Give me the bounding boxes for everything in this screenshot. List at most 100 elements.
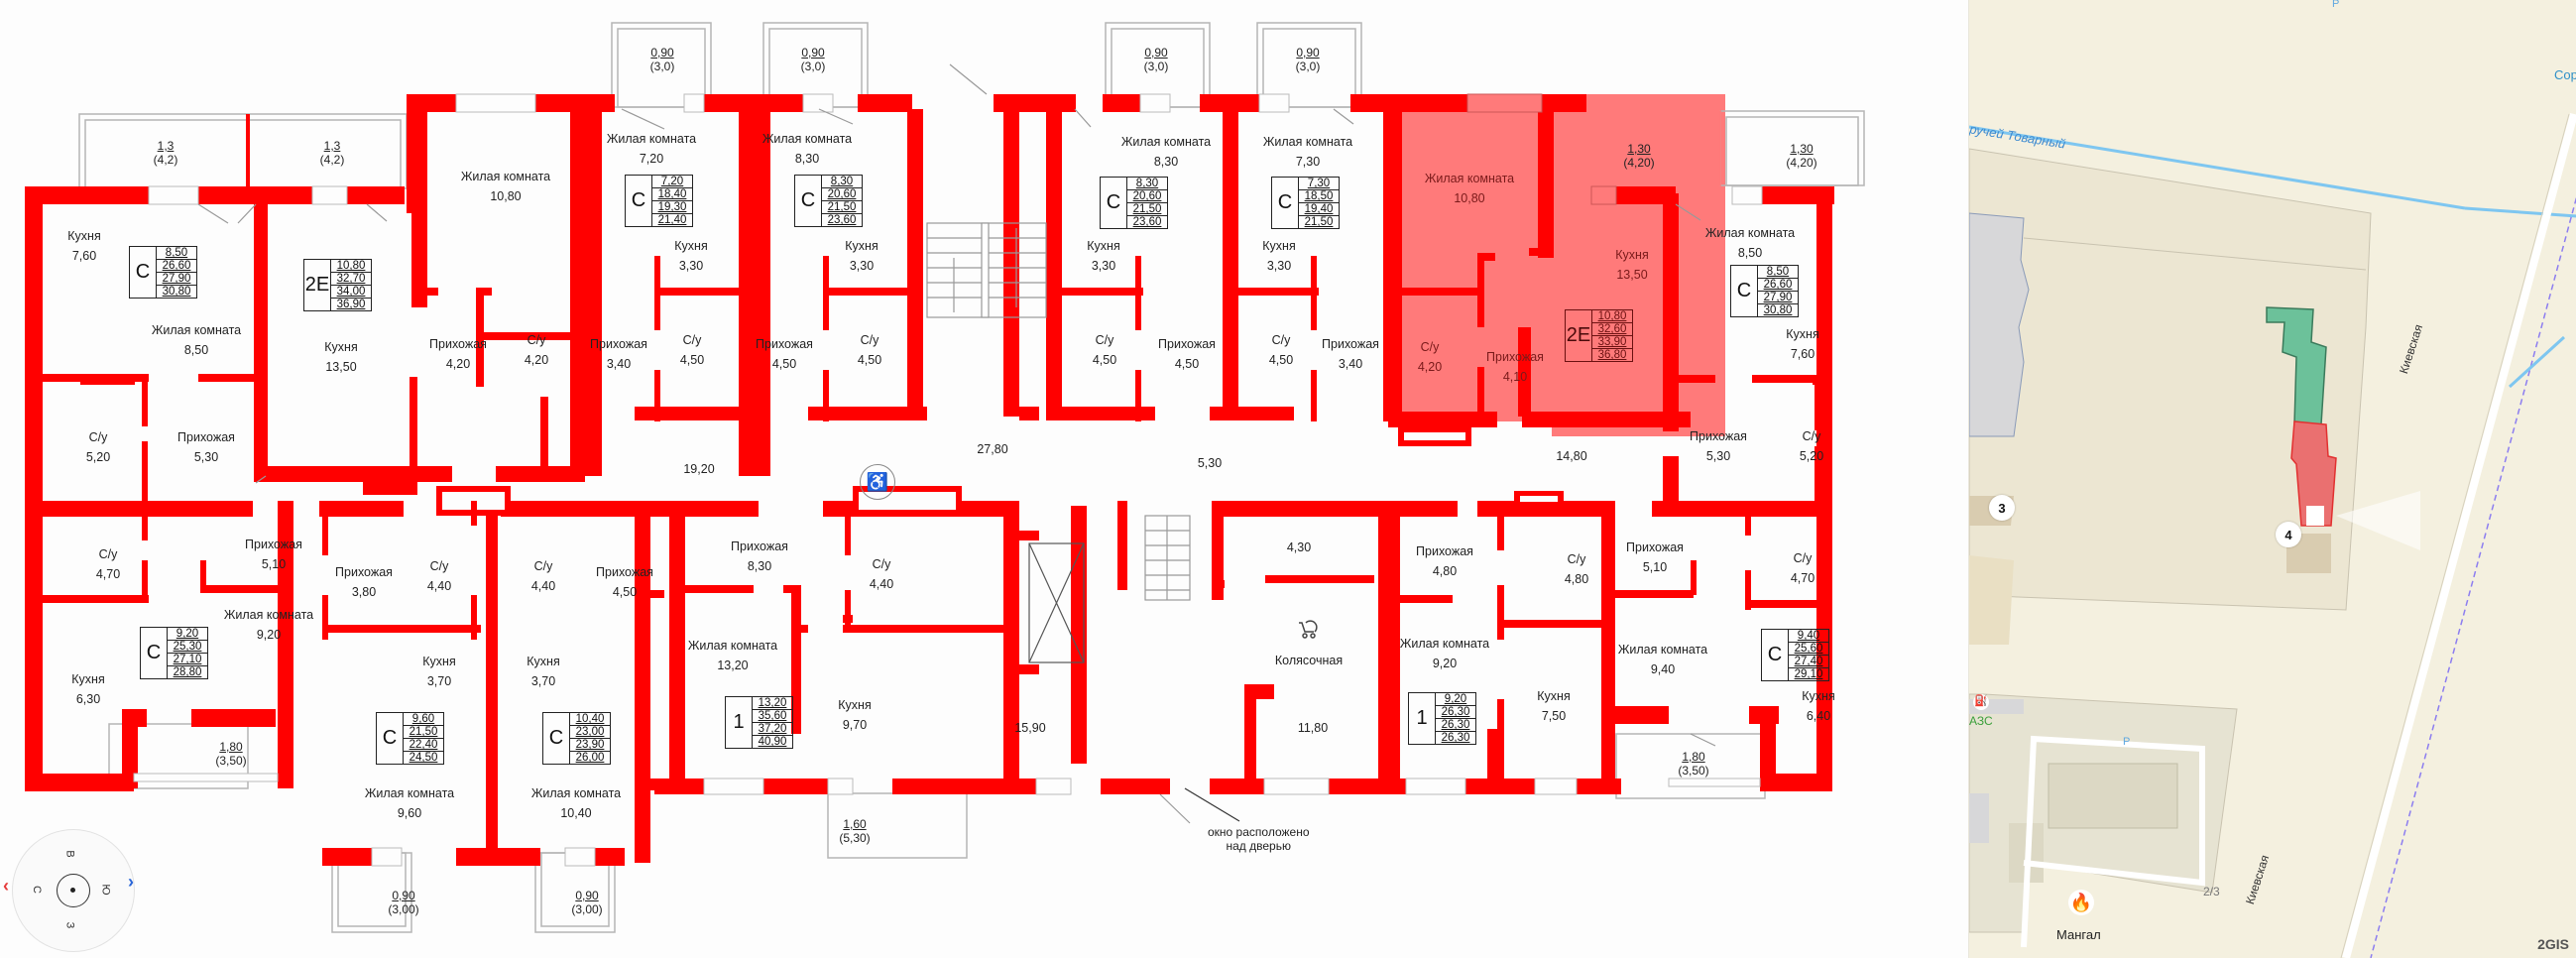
apartment-area-value: 26,60 bbox=[1758, 279, 1798, 292]
rotate-right-button[interactable]: › bbox=[128, 872, 134, 892]
balcony-label: 0,90(3,0) bbox=[801, 46, 826, 73]
room-area: 3,30 bbox=[849, 259, 875, 273]
elevator-shaft bbox=[1028, 542, 1085, 663]
room-area: 4,20 bbox=[445, 357, 471, 371]
apartment-area-value: 9,40 bbox=[1789, 630, 1828, 643]
compass-top: В bbox=[63, 850, 76, 858]
apartment-type: 2Е bbox=[1566, 310, 1592, 361]
common-area-value: 19,20 bbox=[683, 462, 715, 476]
apartment-type: С bbox=[1731, 266, 1758, 316]
room-name: Прихожая bbox=[1690, 429, 1747, 443]
apartment-type: С bbox=[377, 713, 404, 764]
restaurant-label[interactable]: Мангал bbox=[2056, 927, 2101, 942]
apartment-area-value: 19,40 bbox=[1299, 203, 1339, 216]
apartment-area-value: 21,50 bbox=[1304, 216, 1334, 228]
room-label: Колясочная bbox=[1275, 651, 1343, 670]
parking-icon-top: P bbox=[2332, 0, 2340, 10]
building-pin-4[interactable]: 4 bbox=[2276, 522, 2301, 547]
apartment-type: С bbox=[1101, 178, 1127, 228]
room-name: Жилая комната bbox=[1120, 135, 1212, 149]
apartment-area-value: 23,90 bbox=[570, 739, 610, 752]
balcony-label: 0,90(3,0) bbox=[650, 46, 675, 73]
apartment-area-value: 9,20 bbox=[168, 628, 207, 641]
room-area: 10,80 bbox=[490, 189, 522, 203]
apartment-area-value: 33,90 bbox=[1592, 336, 1632, 349]
gas-station-icon[interactable]: ⛽ bbox=[1973, 694, 1989, 710]
apartment-area-value: 28,80 bbox=[173, 666, 202, 678]
room-name: Прихожая bbox=[177, 430, 235, 444]
room-name: С/у bbox=[1802, 429, 1821, 443]
balcony-area: 0,90 bbox=[392, 889, 415, 902]
floor-plan-walls bbox=[25, 22, 1865, 933]
balcony-label: 1,80(3,50) bbox=[1678, 750, 1708, 778]
stroller-icon bbox=[1295, 617, 1319, 641]
map-canvas[interactable] bbox=[1969, 0, 2576, 958]
room-name: Прихожая bbox=[335, 565, 393, 579]
balcony-area: 0,90 bbox=[1296, 46, 1320, 60]
compass-widget[interactable]: В С Ю З ‹ › bbox=[3, 829, 135, 952]
room-area: 9,60 bbox=[397, 806, 422, 820]
map-panel[interactable]: ручей Товарный Сор Киевская Киевская 3 4… bbox=[1968, 0, 2576, 958]
room-area: 4,50 bbox=[1268, 353, 1294, 367]
balcony-area: 1,3 bbox=[157, 139, 175, 153]
apartment-area-value: 40,90 bbox=[758, 736, 787, 748]
room-name: Прихожая bbox=[1486, 350, 1544, 364]
room-name: Кухня bbox=[71, 672, 105, 686]
apartment-area-value: 30,80 bbox=[162, 286, 191, 298]
fire-icon[interactable]: 🔥 bbox=[2068, 890, 2094, 915]
room-area: 6,40 bbox=[1806, 709, 1831, 723]
room-name: Кухня bbox=[67, 229, 101, 243]
room-area: 13,50 bbox=[1616, 268, 1648, 282]
gas-station-label[interactable]: АЗС bbox=[1969, 714, 1993, 728]
map-attribution-logo[interactable]: 2GIS bbox=[2537, 936, 2569, 952]
note-line1: окно расположено bbox=[1208, 825, 1310, 839]
apartment-area-value: 19,30 bbox=[652, 201, 692, 214]
room-area: 3,30 bbox=[1091, 259, 1116, 273]
room-area: 6,30 bbox=[75, 692, 101, 706]
room-area: 3,30 bbox=[678, 259, 704, 273]
common-area-value: 11,80 bbox=[1297, 721, 1329, 735]
compass-dial[interactable] bbox=[57, 874, 90, 907]
room-area: 7,20 bbox=[639, 152, 664, 166]
room-area: 4,50 bbox=[612, 585, 638, 599]
room-name: С/у bbox=[1793, 551, 1813, 565]
rotate-left-button[interactable]: ‹ bbox=[3, 876, 9, 896]
building-pin-3[interactable]: 3 bbox=[1989, 495, 2015, 521]
balcony-label: 0,90(3,0) bbox=[1296, 46, 1321, 73]
room-area: 4,20 bbox=[524, 353, 549, 367]
room-name: Жилая комната bbox=[761, 132, 853, 146]
balcony-area: 0,90 bbox=[650, 46, 674, 60]
apartment-area-value: 35,60 bbox=[753, 710, 792, 723]
apartment-type: С bbox=[1272, 178, 1299, 228]
